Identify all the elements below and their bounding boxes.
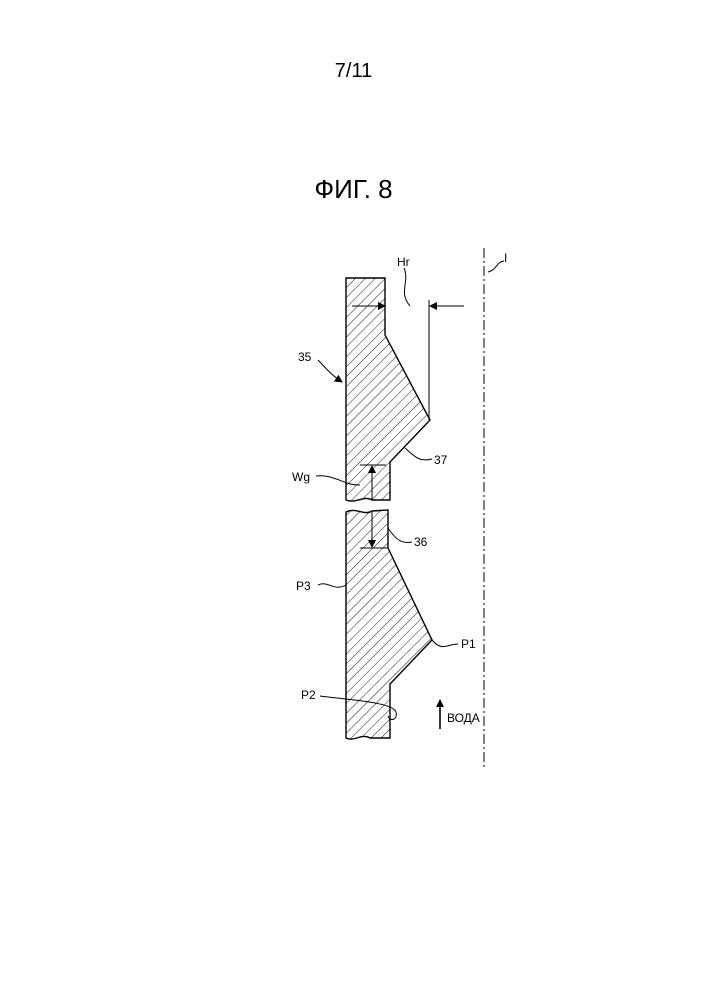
part-37-label: 37 [434,453,448,467]
part-35-leader [318,360,342,382]
hr-leader [404,268,410,306]
p3-leader [318,584,346,588]
part-36-label: 36 [414,535,428,549]
part-37-leader [405,448,432,460]
p2-label: P2 [301,688,316,702]
axis-label: I [504,251,507,265]
wg-label: Wg [292,470,310,484]
part-35-label: 35 [298,350,312,364]
hr-label: Hr [397,255,410,269]
p1-leader [432,640,458,647]
axis-label-leader [488,261,504,272]
upper-wall-section [346,278,430,501]
p1-label: P1 [461,637,476,651]
part-36-leader [388,528,412,542]
flow-label: ВОДА [447,711,480,725]
p3-label: P3 [296,579,311,593]
